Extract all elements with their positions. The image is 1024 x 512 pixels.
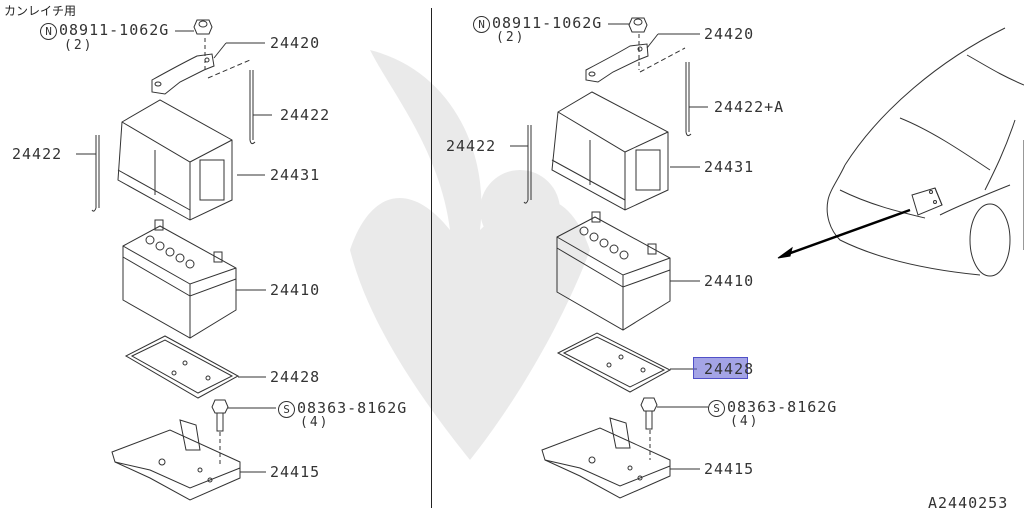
left-battery-part-number[interactable]: 24410	[270, 281, 321, 299]
right-cover-part-number[interactable]: 24431	[704, 158, 755, 176]
battery-cover-icon	[551, 91, 669, 211]
right-battery-part-number[interactable]: 24410	[704, 272, 755, 290]
right-nut-part-number[interactable]: 08911-1062G	[492, 14, 603, 32]
panel-divider	[431, 8, 432, 508]
bolt-icon	[211, 399, 229, 432]
right-tray-pad-part-number[interactable]: 24428	[704, 360, 755, 378]
tray-pad-icon	[556, 332, 672, 393]
rod-left-icon	[523, 125, 532, 204]
nut-icon	[193, 19, 213, 35]
figure-id: A2440253	[928, 494, 1009, 512]
left-bracket-part-number[interactable]: 24415	[270, 463, 321, 481]
left-cover-part-number[interactable]: 24431	[270, 166, 321, 184]
left-bolt-circle-badge: S	[278, 401, 295, 418]
right-bolt-circle-badge: S	[708, 400, 725, 417]
left-hold-down-part-number[interactable]: 24420	[270, 34, 321, 52]
location-arrow-icon	[777, 208, 911, 259]
left-rod-right-part-number[interactable]: 24422	[280, 106, 331, 124]
left-bolt-part-number[interactable]: 08363-8162G	[297, 399, 408, 417]
right-nut-circle-badge: N	[473, 16, 490, 33]
battery-bracket-icon	[111, 419, 241, 501]
rod-left-icon	[91, 135, 100, 212]
battery-bracket-icon	[541, 417, 671, 499]
left-rod-left-part-number[interactable]: 24422	[12, 145, 63, 163]
hold-down-clamp-icon	[151, 53, 215, 95]
tray-pad-icon	[124, 335, 240, 399]
hold-down-clamp-icon	[585, 43, 649, 83]
right-hold-down-part-number[interactable]: 24420	[704, 25, 755, 43]
rod-right-icon	[685, 62, 692, 137]
right-bolt-part-number[interactable]: 08363-8162G	[727, 398, 838, 416]
cold-climate-note: カンレイチ用	[4, 4, 77, 18]
right-bracket-part-number[interactable]: 24415	[704, 460, 755, 478]
bolt-icon	[640, 397, 658, 430]
right-rod-right-part-number[interactable]: 24422+A	[714, 98, 785, 116]
right-rod-left-part-number[interactable]: 24422	[446, 137, 497, 155]
rod-right-icon	[249, 70, 256, 145]
left-tray-pad-part-number[interactable]: 24428	[270, 368, 321, 386]
left-nut-circle-badge: N	[40, 23, 57, 40]
battery-icon	[556, 211, 671, 331]
battery-icon	[122, 219, 237, 339]
left-bolt-quantity: (4)	[300, 415, 330, 430]
vehicle-location-icon	[826, 27, 1024, 277]
part-highlight-box	[693, 357, 748, 379]
left-nut-quantity: (2)	[64, 38, 94, 53]
battery-cover-icon	[117, 99, 233, 221]
watermark-helmet-icon	[350, 50, 590, 460]
right-nut-quantity: (2)	[496, 30, 526, 45]
right-bolt-quantity: (4)	[730, 414, 760, 429]
nut-icon	[628, 17, 648, 33]
left-nut-part-number[interactable]: 08911-1062G	[59, 21, 170, 39]
